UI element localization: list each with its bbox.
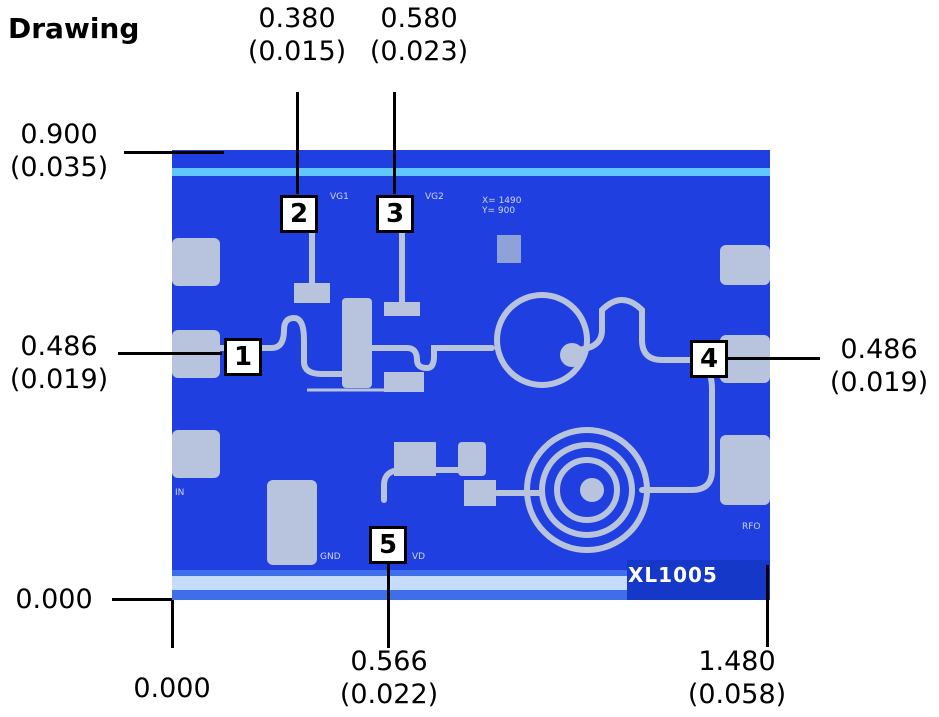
dim-width: 1.480 (0.058) xyxy=(672,645,802,711)
pad-number-3: 3 xyxy=(376,195,414,233)
dim-origin-y: 0.000 xyxy=(0,583,108,616)
dim-height-in: (0.035) xyxy=(9,152,109,183)
leader-height xyxy=(124,151,224,154)
dim-pad3-x-in: (0.023) xyxy=(369,36,469,67)
leader-pad3 xyxy=(393,92,396,194)
pad-left-bottom xyxy=(172,430,220,478)
via-1 xyxy=(560,343,584,367)
dim-pad4-y-in: (0.019) xyxy=(829,367,929,398)
vg1-resistor xyxy=(294,283,330,303)
bypass-cap xyxy=(384,372,424,392)
chip-die xyxy=(172,150,770,600)
leader-pad5 xyxy=(387,564,390,648)
dim-pad2-x: 0.380 (0.015) xyxy=(232,2,362,68)
pad-number-5: 5 xyxy=(369,526,407,564)
vg2-text: VG2 xyxy=(425,192,444,202)
dim-pad5-x: 0.566 (0.022) xyxy=(324,645,454,711)
dim-height: 0.900 (0.035) xyxy=(0,118,118,184)
marker-rc xyxy=(497,235,521,263)
dim-pad4-y: 0.486 (0.019) xyxy=(820,333,938,399)
leader-origin-y xyxy=(112,598,172,601)
dim-pad2-x-in: (0.015) xyxy=(247,36,347,67)
rfo-text: RFO xyxy=(742,522,761,532)
leader-pad2 xyxy=(296,92,299,194)
part-number: XL1005 xyxy=(628,563,718,587)
dim-width-in: (0.058) xyxy=(687,679,787,710)
dim-pad1-y-mm: 0.486 xyxy=(20,331,98,362)
drain-cap xyxy=(464,480,496,506)
vg2-resistor xyxy=(384,302,420,316)
dim-pad4-y-mm: 0.486 xyxy=(840,334,918,365)
dim-pad3-x-mm: 0.580 xyxy=(380,3,458,34)
bottom-edge-highlight xyxy=(172,576,627,590)
vd-text: VD xyxy=(412,552,426,562)
dim-width-mm: 1.480 xyxy=(698,646,776,677)
gnd-text: GND xyxy=(320,552,341,562)
leader-width xyxy=(766,565,769,647)
dim-pad5-x-in: (0.022) xyxy=(339,679,439,710)
vg1-text: VG1 xyxy=(330,192,349,202)
dim-pad5-x-mm: 0.566 xyxy=(350,646,428,677)
pad-number-1: 1 xyxy=(224,338,262,376)
dim-pad3-x: 0.580 (0.023) xyxy=(354,2,484,68)
transistor-body xyxy=(342,298,372,388)
via-2 xyxy=(580,478,604,502)
pad-number-2: 2 xyxy=(280,195,318,233)
leader-pad1 xyxy=(118,352,222,355)
drawing-title: Drawing xyxy=(8,12,140,45)
label-block xyxy=(627,560,770,600)
top-edge xyxy=(172,168,770,176)
pad-left-top xyxy=(172,238,220,286)
leader-pad4 xyxy=(728,357,820,360)
leader-origin-x xyxy=(171,600,174,648)
dim-pad2-x-mm: 0.380 xyxy=(258,3,336,34)
coords-text: X= 1490 Y= 900 xyxy=(482,196,522,216)
in-text: IN xyxy=(175,488,185,498)
pad-right-top xyxy=(720,245,770,285)
dim-origin-x: 0.000 xyxy=(112,672,232,705)
dim-origin-y-mm: 0.000 xyxy=(15,584,93,615)
pad-right-bottom xyxy=(720,435,770,505)
dim-pad1-y-in: (0.019) xyxy=(9,364,109,395)
dim-origin-x-mm: 0.000 xyxy=(133,673,211,704)
pad-number-4: 4 xyxy=(690,340,728,378)
dim-pad1-y: 0.486 (0.019) xyxy=(0,330,118,396)
spiral-inductors xyxy=(494,292,650,553)
pad-gnd xyxy=(267,480,317,565)
dim-height-mm: 0.900 xyxy=(20,119,98,150)
